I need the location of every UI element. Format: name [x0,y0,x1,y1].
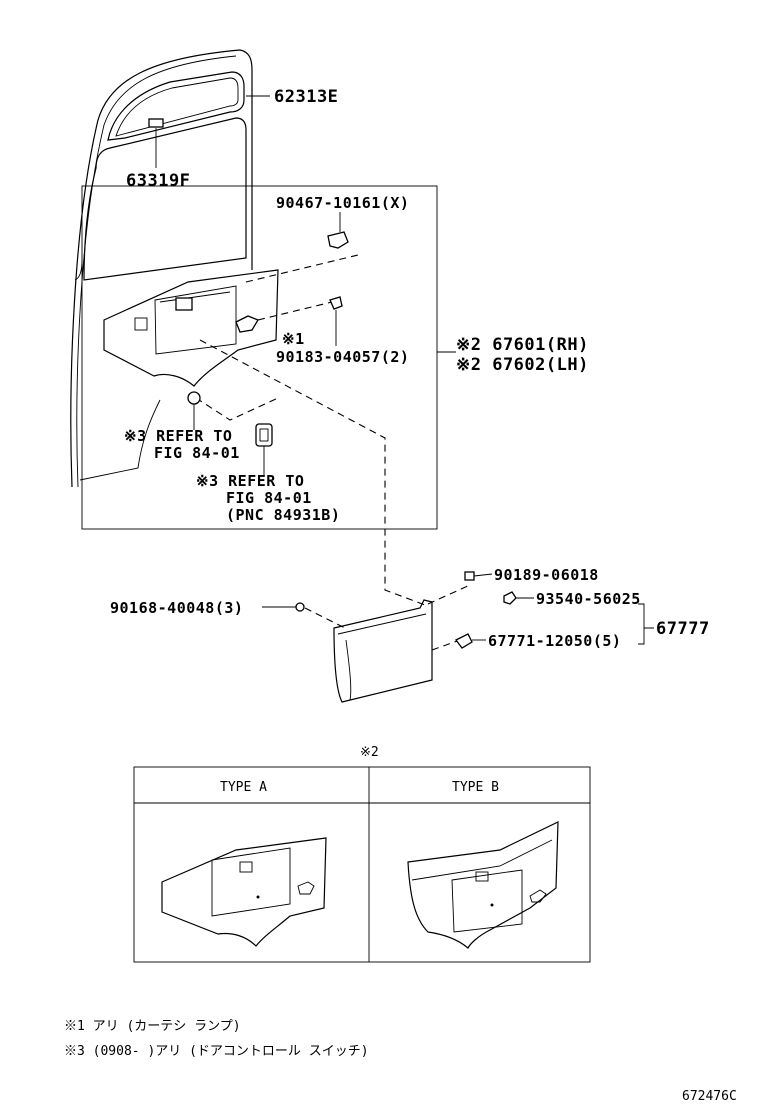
callout-refer1-line2: FIG 84-01 [154,444,240,462]
callout-mark1: ※1 [282,330,305,348]
callout-90183: 90183-04057(2) [276,348,409,366]
callout-refer2-line3: (PNC 84931B) [226,506,340,524]
type-b-header: TYPE B [452,780,499,795]
callout-62313e: 62313E [274,87,338,107]
type-table-mark: ※2 [360,745,379,760]
type-b-panel-drawing [407,821,559,949]
power-window-switch [235,315,259,333]
bracket-67777 [638,603,654,645]
clip-67771 [455,633,473,649]
door-outline [70,49,253,488]
inner-handle [175,297,193,311]
callout-67601: ※2 67601(RH) [456,335,589,355]
footnote-1: ※1 アリ (カーテシ ランプ) [64,1019,241,1034]
footnote-3: ※3 (0908- )アリ (ドアコントロール スイッチ) [64,1044,369,1059]
door-trim-panel [103,269,279,387]
window-glass [83,71,247,281]
callout-90189: 90189-06018 [494,566,599,584]
door-control-switch [255,423,273,447]
dash-67771 [431,639,461,651]
type-table [133,766,591,963]
callout-refer2-line2: FIG 84-01 [226,489,312,507]
callout-90168: 90168-40048(3) [110,599,243,617]
clip-90183 [329,296,343,310]
figure-id: 672476C [682,1089,737,1104]
dash-90189 [427,584,471,605]
dash-clip-2 [257,301,333,321]
callout-refer2-line1: ※3 REFER TO [196,472,304,490]
assist-grip-clip [148,118,164,128]
type-a-header: TYPE A [220,780,267,795]
dash-90168 [304,607,346,629]
leader-90189 [473,573,493,577]
nut-90189 [464,571,475,581]
type-a-panel-drawing [161,837,327,947]
dash-switch [195,397,279,421]
assembly-frame [81,185,438,530]
lower-trim-panel [333,599,433,703]
screw-90168 [295,602,305,612]
clip-90467 [327,231,349,249]
callout-67777: 67777 [656,619,710,639]
lock-knob-bezel [134,317,148,331]
callout-63319f: 63319F [126,171,190,191]
courtesy-lamp [187,391,201,405]
callout-67771: 67771-12050(5) [488,632,621,650]
screw-93540 [503,591,517,605]
callout-93540: 93540-56025 [536,590,641,608]
callout-refer1-line1: ※3 REFER TO [124,427,232,445]
callout-90467: 90467-10161(X) [276,194,409,212]
dash-clip-1 [245,254,359,283]
callout-67602: ※2 67602(LH) [456,355,589,375]
